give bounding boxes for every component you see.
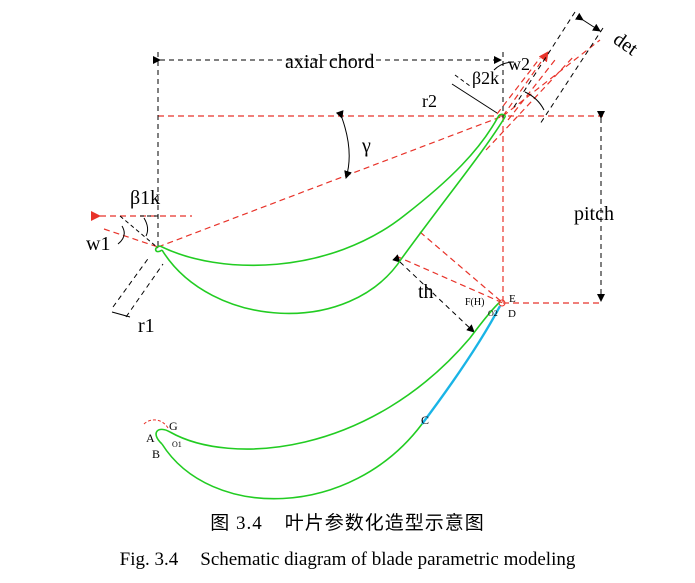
w1-arc bbox=[117, 225, 125, 245]
caption-en-text: Schematic diagram of blade parametric mo… bbox=[200, 549, 576, 570]
exit-extension-line-2 bbox=[485, 54, 576, 151]
caption-chinese: 图 3.4 叶片参数化造型示意图 bbox=[0, 508, 695, 535]
th-dim bbox=[392, 254, 475, 333]
label-point-o1: O1 bbox=[172, 440, 182, 449]
label-axial-chord: axial chord bbox=[285, 51, 374, 73]
label-det: det bbox=[609, 28, 642, 60]
label-w1: w1 bbox=[86, 233, 110, 255]
le-arc-red bbox=[143, 419, 169, 429]
exit-flow-line-3 bbox=[507, 59, 556, 121]
lower-blade-pressure-side bbox=[169, 301, 501, 450]
w2-arc bbox=[524, 91, 545, 111]
dimension-lines bbox=[111, 11, 605, 333]
label-point-fh: F(H) bbox=[465, 297, 484, 308]
label-th: th bbox=[418, 281, 434, 303]
lower-blade-le bbox=[155, 428, 171, 445]
upper-blade-pressure-side bbox=[159, 116, 499, 267]
label-point-b: B bbox=[152, 447, 160, 461]
arc-segment-cd bbox=[421, 305, 502, 425]
det-dim-a bbox=[511, 11, 576, 111]
exit-flow-line-1 bbox=[502, 51, 549, 117]
blade-profiles bbox=[154, 113, 506, 500]
label-point-c: C bbox=[421, 413, 429, 427]
label-w2: w2 bbox=[508, 54, 530, 74]
caption-english: Fig. 3.4 Schematic diagram of blade param… bbox=[0, 549, 695, 571]
upper-blade-te bbox=[497, 113, 506, 118]
beta1k-ref bbox=[119, 215, 159, 249]
exit-flow-line-2 bbox=[496, 57, 541, 115]
label-point-e: E bbox=[509, 293, 516, 305]
label-pitch: pitch bbox=[574, 203, 614, 225]
label-point-g: G bbox=[169, 419, 178, 433]
construction-lines bbox=[91, 39, 603, 304]
r2-dim-a bbox=[451, 83, 498, 114]
throat-line bbox=[395, 255, 504, 304]
stagger-chord-line bbox=[157, 115, 504, 248]
upper-blade-le bbox=[154, 245, 163, 253]
label-r1: r1 bbox=[138, 315, 155, 337]
beta1k-arc bbox=[143, 217, 149, 237]
upper-blade-suction-side bbox=[161, 116, 506, 315]
label-beta1k: β1k bbox=[130, 187, 160, 209]
label-beta2k: β2k bbox=[472, 68, 499, 88]
angle-arcs bbox=[117, 61, 545, 245]
r2-dim-b bbox=[454, 74, 471, 87]
caption-cn-text: 叶片参数化造型示意图 bbox=[284, 513, 485, 534]
det-dim-arrow bbox=[574, 12, 601, 32]
lower-blade-suction-side bbox=[161, 423, 423, 500]
label-gamma: γ bbox=[361, 135, 371, 157]
labels: axial chord det w2 β2k r2 γ β1k w1 r1 pi… bbox=[86, 28, 642, 461]
label-point-d: D bbox=[508, 308, 516, 320]
label-point-o2: O2 bbox=[488, 309, 498, 318]
inlet-angle-line bbox=[103, 228, 159, 248]
det-dim-b bbox=[539, 27, 604, 125]
r1-dim-b bbox=[125, 263, 164, 318]
label-r2: r2 bbox=[422, 91, 437, 111]
beta2k-arc bbox=[493, 61, 515, 71]
exit-extension-line bbox=[502, 39, 601, 117]
r1-dim-a bbox=[112, 255, 151, 308]
caption-en-number: Fig. 3.4 bbox=[119, 549, 179, 570]
label-point-a: A bbox=[146, 431, 155, 445]
gamma-arc bbox=[335, 110, 352, 179]
caption-cn-number: 图 3.4 bbox=[210, 513, 263, 534]
te-circle bbox=[498, 299, 506, 307]
r1-tick bbox=[111, 311, 131, 318]
